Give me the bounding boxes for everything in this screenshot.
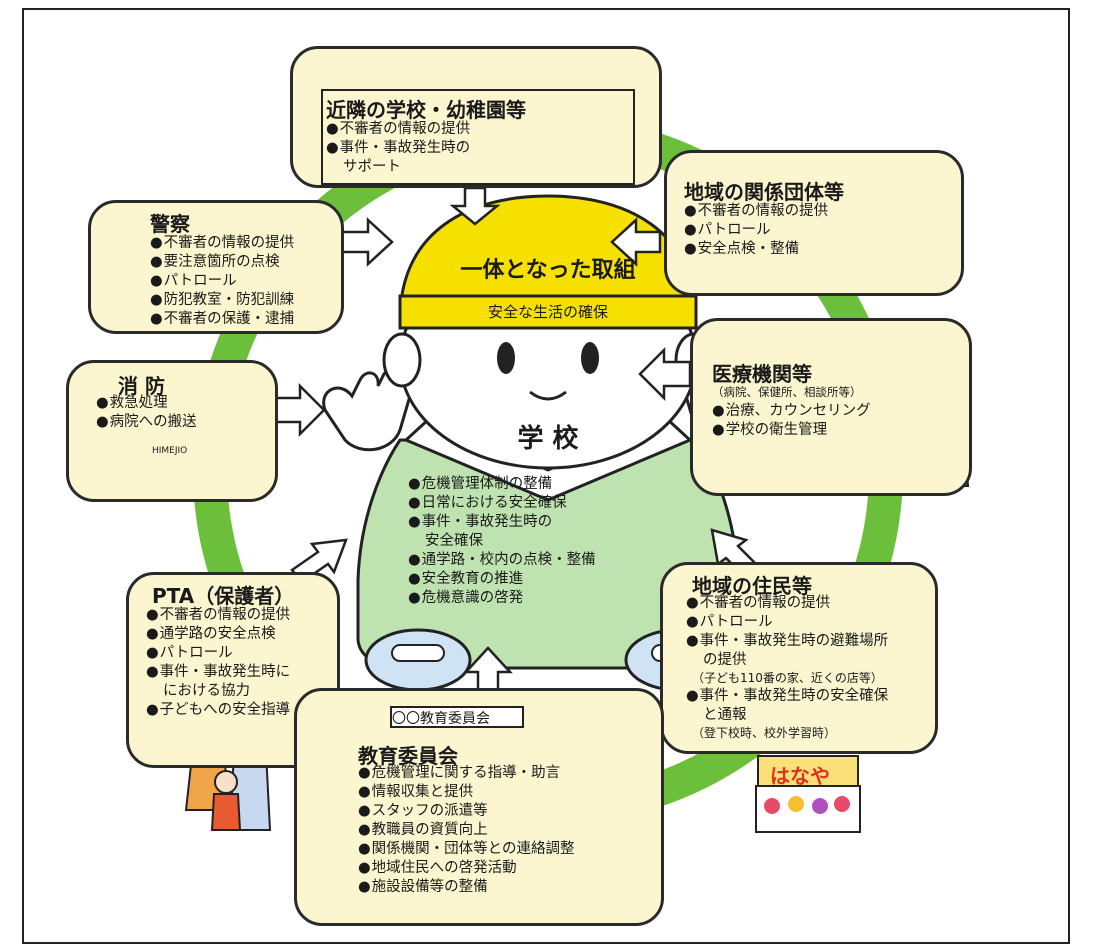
- list-item: 治療、カウンセリング: [712, 402, 871, 421]
- list-item: 事件・事故発生時の避難場所: [686, 632, 889, 651]
- list-item: 危機管理に関する指導・助言: [358, 764, 575, 783]
- neighbor-school-box: [290, 46, 662, 188]
- list-item: 事件・事故発生時に: [146, 663, 291, 682]
- list-item: 不審者の情報の提供: [146, 606, 291, 625]
- list-item: 日常における安全確保: [408, 494, 596, 513]
- list-item: 不審者の情報の提供: [150, 234, 295, 253]
- community-groups-list: 不審者の情報の提供 パトロール 安全点検・整備: [684, 202, 829, 259]
- list-item: 子どもへの安全指導: [146, 701, 291, 720]
- list-item: 学校の衛生管理: [712, 421, 871, 440]
- list-item: における協力: [163, 683, 250, 699]
- neighbor-school-list: 不審者の情報の提供 事件・事故発生時の サポート: [326, 120, 471, 177]
- medical-subtitle: （病院、保健所、相談所等）: [712, 385, 862, 399]
- list-item: パトロール: [684, 221, 828, 240]
- list-item: 要注意箇所の点検: [150, 253, 294, 272]
- list-item: の提供: [703, 652, 747, 668]
- list-item: （子ども110番の家、近くの店等）: [692, 671, 883, 685]
- arrows: [274, 186, 760, 696]
- list-item: と通報: [703, 707, 747, 723]
- ambulance-label: HIMEJIO: [152, 446, 188, 456]
- shop-sign: はなや: [770, 764, 830, 788]
- medical-title: 医療機関等: [712, 362, 812, 386]
- list-item: 危機管理体制の整備: [408, 475, 596, 494]
- list-item: パトロール: [146, 644, 290, 663]
- list-item: サポート: [343, 159, 401, 175]
- list-item: 教職員の資質向上: [358, 821, 575, 840]
- list-item: 安全確保: [425, 533, 483, 549]
- list-item: 地域住民への啓発活動: [358, 859, 575, 878]
- list-item: 情報収集と提供: [358, 783, 575, 802]
- list-item: スタッフの派遣等: [358, 802, 575, 821]
- community-groups-title: 地域の関係団体等: [684, 180, 844, 204]
- list-item: 救急処理: [96, 394, 197, 413]
- board-sign: 〇〇教育委員会: [392, 711, 490, 727]
- list-item: 不審者の情報の提供: [684, 202, 829, 221]
- pta-title: PTA（保護者）: [152, 584, 295, 608]
- list-item: 事件・事故発生時の: [408, 513, 596, 532]
- list-item: 不審者の保護・逮捕: [150, 310, 295, 329]
- list-item: 不審者の情報の提供: [686, 594, 888, 613]
- list-item: （登下校時、校外学習時）: [692, 726, 837, 740]
- medical-list: 治療、カウンセリング 学校の衛生管理: [712, 402, 871, 440]
- list-item: 事件・事故発生時の: [326, 139, 471, 158]
- list-item: 危機意識の啓発: [408, 589, 596, 608]
- helmet-main-text: 一体となった取組: [460, 258, 636, 283]
- school-label: 学 校: [517, 424, 579, 454]
- fire-list: 救急処理 病院への搬送: [96, 394, 197, 432]
- neighbor-school-title: 近隣の学校・幼稚園等: [326, 98, 526, 122]
- board-list: 危機管理に関する指導・助言 情報収集と提供 スタッフの派遣等 教職員の資質向上 …: [358, 764, 575, 897]
- list-item: 安全教育の推進: [408, 570, 596, 589]
- list-item: 事件・事故発生時の安全確保: [686, 687, 889, 706]
- list-item: 通学路の安全点検: [146, 625, 290, 644]
- police-list: 不審者の情報の提供 要注意箇所の点検 パトロール 防犯教室・防犯訓練 不審者の保…: [150, 234, 295, 329]
- list-item: パトロール: [686, 613, 888, 632]
- residents-list: 不審者の情報の提供 パトロール 事件・事故発生時の避難場所 の提供 （子ども11…: [686, 594, 888, 742]
- helmet-sub-text: 安全な生活の確保: [487, 303, 608, 321]
- school-list: 危機管理体制の整備 日常における安全確保 事件・事故発生時の 安全確保 通学路・…: [408, 475, 596, 608]
- flower-shop-icon: [755, 755, 861, 833]
- list-item: 不審者の情報の提供: [326, 120, 471, 139]
- list-item: パトロール: [150, 272, 294, 291]
- list-item: 安全点検・整備: [684, 240, 828, 259]
- pta-list: 不審者の情報の提供 通学路の安全点検 パトロール 事件・事故発生時に における協…: [146, 606, 291, 720]
- list-item: 施設設備等の整備: [358, 878, 575, 897]
- list-item: 病院への搬送: [96, 413, 197, 432]
- list-item: 防犯教室・防犯訓練: [150, 291, 295, 310]
- list-item: 通学路・校内の点検・整備: [408, 551, 596, 570]
- police-title: 警察: [150, 212, 190, 236]
- list-item: 関係機関・団体等との連絡調整: [358, 840, 575, 859]
